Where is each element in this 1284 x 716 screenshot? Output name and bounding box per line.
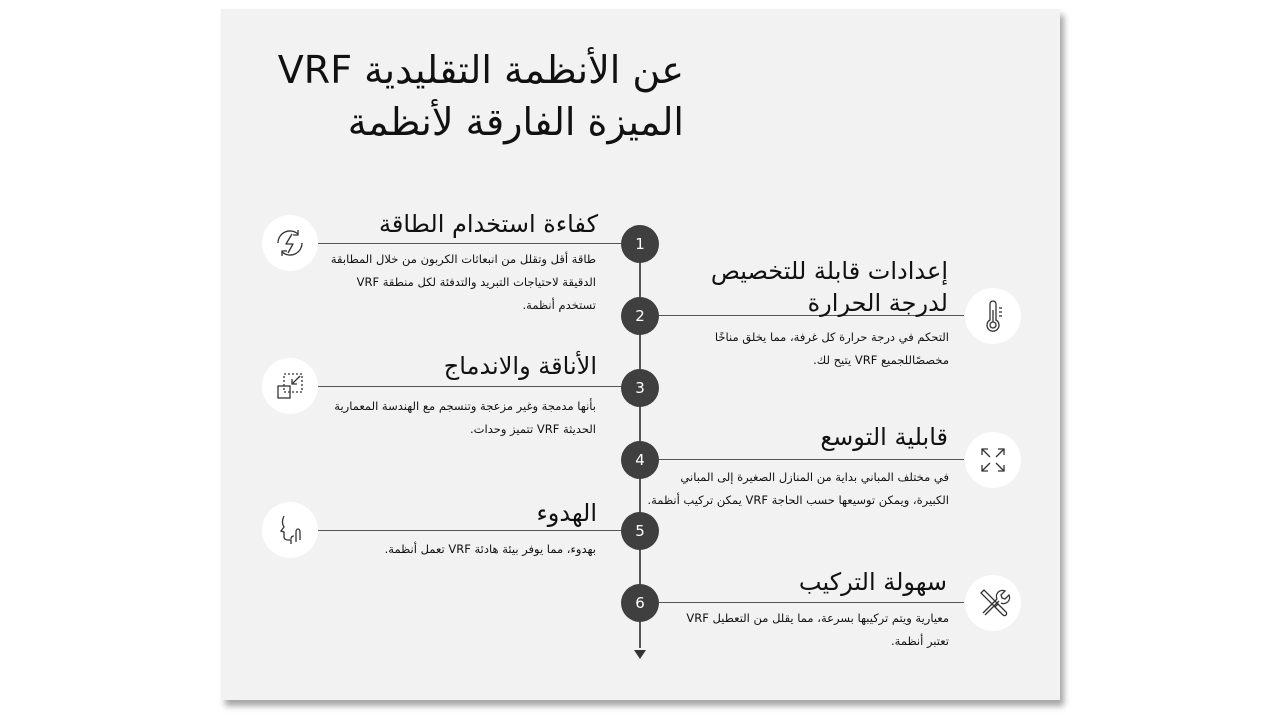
title-line-2: الميزة الفارقة لأنظمة — [347, 100, 684, 144]
item-desc-4-line: في مختلف المباني بداية من المنازل الصغير… — [680, 470, 949, 484]
item-heading-5: الهدوء — [536, 499, 597, 527]
connector-line-3 — [318, 386, 622, 387]
item-heading-2-line: إعدادات قابلة للتخصيص — [710, 257, 948, 285]
item-heading-1: كفاءة استخدام الطاقة — [379, 210, 598, 238]
item-heading-4: قابلية التوسع — [820, 423, 948, 451]
item-desc-2: التحكم في درجة حرارة كل غرفة، مما يخلق م… — [715, 326, 949, 372]
item-heading-6: سهولة التركيب — [798, 568, 947, 596]
item-desc-1-line: تستخدم أنظمة. — [522, 298, 596, 312]
connector-line-5 — [318, 530, 622, 531]
item-desc-1-line: الدقيقة لاحتياجات التبريد والتدفئة لكل م… — [356, 275, 596, 289]
title-line-1: عن الأنظمة التقليدية VRF — [277, 48, 684, 92]
compact-resize-icon — [262, 358, 318, 414]
energy-cycle-icon — [262, 215, 318, 271]
item-desc-3-line: الحديثة VRF تتميز وحدات. — [470, 422, 596, 436]
item-desc-2-line: مخصصًاللجميع VRF يتيح لك. — [813, 353, 949, 367]
item-desc-5: بهدوء، مما يوفر بيئة هادئة VRF تعمل أنظم… — [385, 538, 596, 561]
tools-icon — [965, 575, 1021, 631]
thermometer-icon — [965, 288, 1021, 344]
item-desc-1: طاقة أقل وتقلل من انبعاثات الكربون من خل… — [331, 248, 596, 317]
expand-arrows-icon — [965, 432, 1021, 488]
step-node-1: 1 — [621, 225, 659, 263]
item-desc-3-line: بأنها مدمجة وغير مزعجة وتنسجم مع الهندسة… — [334, 399, 596, 413]
connector-line-2 — [659, 315, 964, 316]
page-title: عن الأنظمة التقليدية VRF الميزة الفارقة … — [278, 44, 684, 148]
item-desc-5-line: بهدوء، مما يوفر بيئة هادئة VRF تعمل أنظم… — [384, 542, 596, 556]
step-node-4: 4 — [621, 441, 659, 479]
connector-line-6 — [659, 602, 964, 603]
item-desc-6-line: تعتبر أنظمة. — [891, 634, 949, 648]
item-heading-2-line: لدرجة الحرارة — [807, 289, 948, 317]
item-desc-3: بأنها مدمجة وغير مزعجة وتنسجم مع الهندسة… — [334, 395, 596, 441]
connector-line-4 — [659, 459, 964, 460]
item-desc-6: معيارية ويتم تركيبها بسرعة، مما يقلل من … — [686, 607, 949, 653]
item-desc-4-line: الكبيرة، ويمكن توسيعها حسب الحاجة VRF يم… — [647, 493, 949, 507]
item-heading-2: إعدادات قابلة للتخصيص لدرجة الحرارة — [711, 255, 948, 319]
item-desc-1-line: طاقة أقل وتقلل من انبعاثات الكربون من خل… — [330, 252, 596, 266]
item-desc-4: في مختلف المباني بداية من المنازل الصغير… — [647, 466, 949, 512]
step-node-5: 5 — [621, 512, 659, 550]
timeline-arrow-icon — [634, 650, 646, 659]
step-node-2: 2 — [621, 297, 659, 335]
item-desc-2-line: التحكم في درجة حرارة كل غرفة، مما يخلق م… — [714, 330, 949, 344]
item-desc-6-line: معيارية ويتم تركيبها بسرعة، مما يقلل من … — [686, 611, 949, 625]
item-heading-3: الأناقة والاندماج — [443, 352, 597, 380]
step-node-3: 3 — [621, 369, 659, 407]
silence-face-icon — [262, 502, 318, 558]
connector-line-1 — [318, 243, 622, 244]
step-node-6: 6 — [621, 584, 659, 622]
